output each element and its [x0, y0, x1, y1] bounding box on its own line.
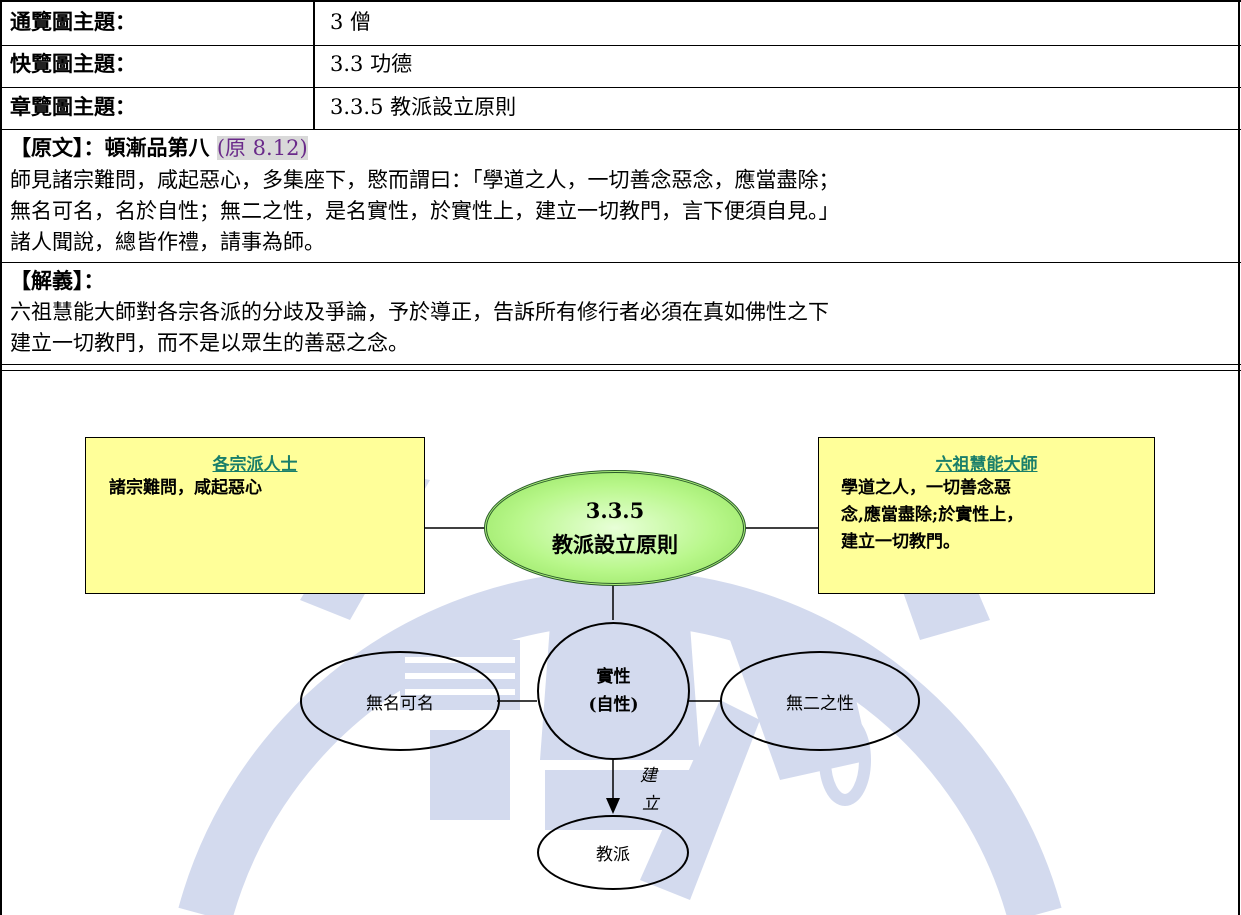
table-border	[1238, 0, 1240, 915]
center-topic-ellipse: 3.3.5 教派設立原則	[484, 470, 746, 586]
left-oval-label: 無名可名	[366, 693, 434, 714]
explanation-line: 六祖慧能大師對各宗各派的分歧及爭論，予於導正，告訴所有修行者必須在真如佛性之下	[10, 300, 829, 324]
arrow-label-char: 立	[642, 794, 659, 814]
table-border	[313, 0, 315, 130]
chapter-value: 3.3.5 教派設立原則	[330, 95, 517, 119]
middle-oval-line1: 實性	[596, 667, 631, 687]
table-border	[0, 87, 1241, 88]
left-callout-box: 各宗派人士 諸宗難問，咸起惡心	[85, 437, 425, 594]
overview-label: 通覽圖主題：	[10, 9, 136, 34]
center-topic-number: 3.3.5	[585, 498, 645, 523]
right-oval-label: 無二之性	[786, 693, 854, 714]
right-box-body: 學道之人，一切善念惡 念,應當盡除;於實性上， 建立一切教門。	[841, 475, 1154, 556]
chapter-label: 章覽圖主題：	[10, 94, 136, 119]
table-border	[0, 129, 1241, 130]
table-border	[0, 45, 1241, 46]
arrow-label-char: 建	[640, 766, 657, 786]
right-box-line: 學道之人，一切善念惡	[841, 478, 1011, 498]
right-callout-box: 六祖慧能大師 學道之人，一切善念惡 念,應當盡除;於實性上， 建立一切教門。	[818, 437, 1155, 594]
left-box-body: 諸宗難問，咸起惡心	[109, 478, 262, 498]
original-reference: (原 8.12)	[216, 136, 308, 160]
right-oval: 無二之性	[720, 651, 920, 751]
quickview-value: 3.3 功德	[330, 52, 413, 76]
left-oval: 無名可名	[300, 651, 500, 751]
explanation-line: 建立一切教門，而不是以眾生的善惡之念。	[10, 331, 409, 355]
center-topic-title: 教派設立原則	[552, 532, 678, 557]
overview-value: 3 僧	[330, 10, 372, 34]
original-line: 無名可名，名於自性；無二之性，是名實性，於實性上，建立一切教門，言下便須自見。」	[10, 199, 840, 223]
arrow-label: 建 立	[640, 762, 659, 818]
explanation-heading: 【解義】：	[10, 268, 105, 293]
section-divider	[0, 370, 1241, 371]
explanation-text: 六祖慧能大師對各宗各派的分歧及爭論，予於導正，告訴所有修行者必須在真如佛性之下 …	[10, 297, 1235, 359]
original-line: 師見諸宗難問，咸起惡心，多集座下，愍而謂曰：「學道之人，一切善念惡念，應當盡除；	[10, 168, 840, 192]
original-text: 師見諸宗難問，咸起惡心，多集座下，愍而謂曰：「學道之人，一切善念惡念，應當盡除；…	[10, 165, 1235, 258]
middle-oval-line2: (自性)	[588, 695, 639, 715]
section-divider	[0, 364, 1241, 365]
section-divider	[0, 262, 1241, 263]
quickview-label: 快覽圖主題：	[10, 51, 136, 76]
middle-oval: 實性 (自性)	[537, 622, 690, 760]
bottom-oval-label: 教派	[596, 845, 630, 865]
bottom-oval: 教派	[537, 815, 689, 890]
original-line: 諸人聞說，總皆作禮，請事為師。	[10, 230, 325, 254]
left-box-title: 各宗派人士	[212, 455, 298, 475]
original-heading-text: 【原文】：頓漸品第八	[10, 135, 210, 160]
table-border	[0, 0, 1241, 2]
right-box-title: 六祖慧能大師	[935, 455, 1038, 475]
right-box-line: 建立一切教門。	[841, 532, 960, 552]
table-border	[0, 0, 2, 915]
right-box-line: 念,應當盡除;於實性上，	[841, 505, 1024, 525]
original-heading: 【原文】：頓漸品第八 (原 8.12)	[10, 135, 308, 161]
